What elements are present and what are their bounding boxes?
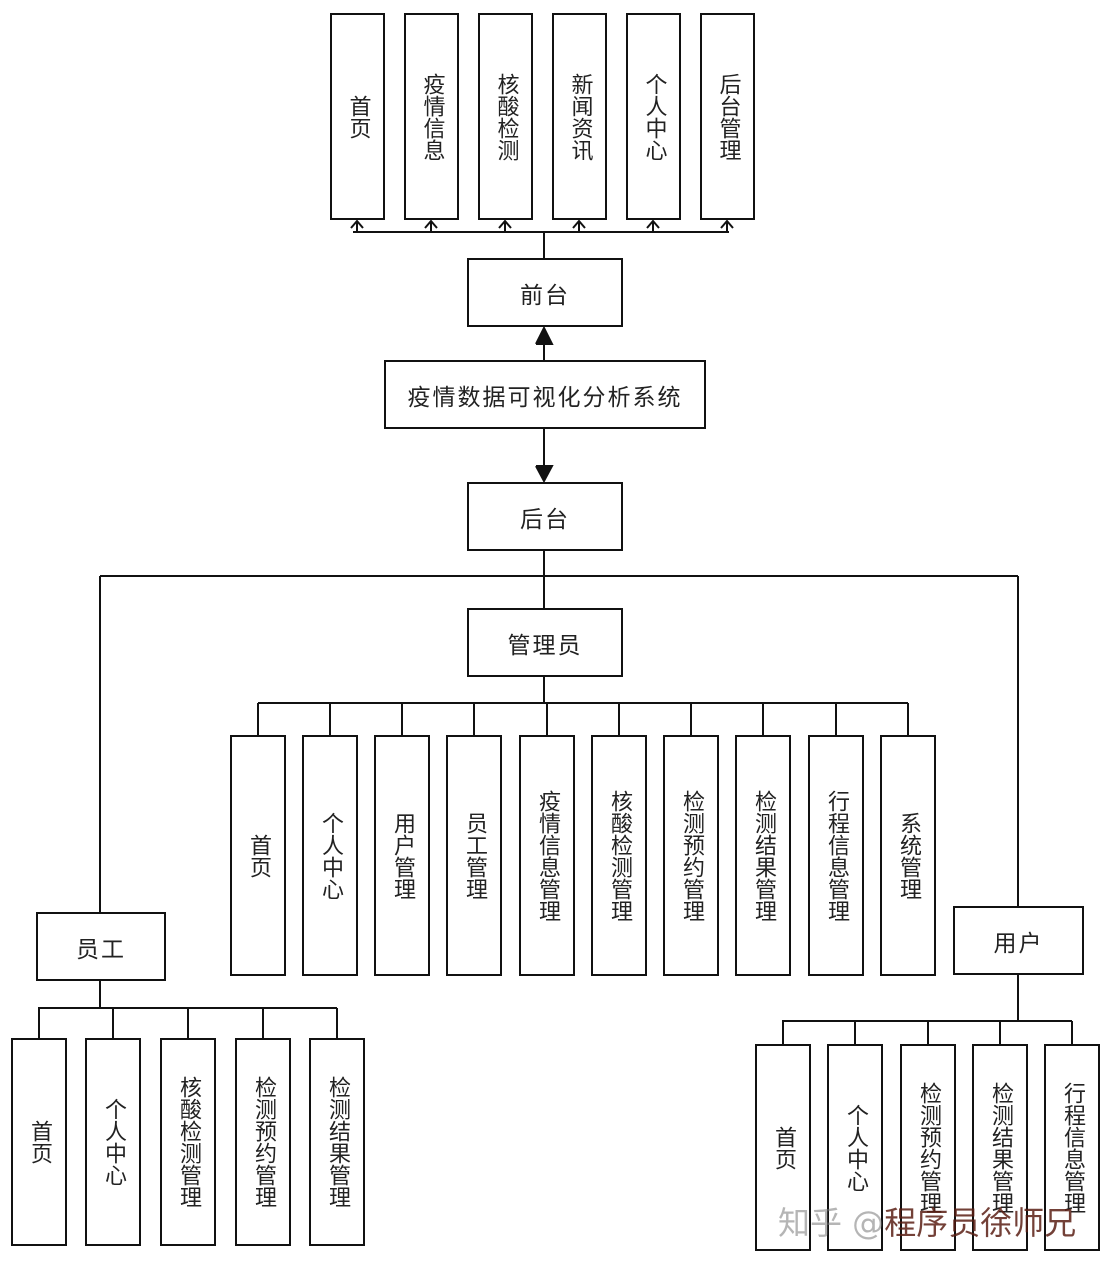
leaf-label: 检测结果管理 bbox=[751, 789, 776, 922]
backend-node: 后台 bbox=[467, 482, 623, 551]
staff-leaf-node: 首页 bbox=[11, 1038, 67, 1246]
frontend-label: 前台 bbox=[520, 282, 570, 309]
leaf-label: 检测预约管理 bbox=[251, 1076, 276, 1208]
leaf-label: 检测结果管理 bbox=[325, 1076, 350, 1208]
leaf-label: 检测结果管理 bbox=[988, 1081, 1013, 1214]
leaf-label: 行程信息管理 bbox=[824, 789, 849, 922]
arrow-up-icon bbox=[424, 219, 438, 229]
staff-leaf-node: 检测结果管理 bbox=[309, 1038, 365, 1246]
leaf-label: 核酸检测管理 bbox=[607, 789, 632, 922]
leaf-label: 后台管理 bbox=[715, 72, 741, 161]
leaf-label: 核酸检测管理 bbox=[176, 1076, 201, 1208]
admin-leaf-node: 员工管理 bbox=[446, 735, 502, 976]
leaf-label: 核酸检测 bbox=[493, 72, 519, 161]
leaf-label: 员工管理 bbox=[462, 811, 487, 900]
leaf-label: 个人中心 bbox=[641, 72, 667, 161]
arrow-up-icon bbox=[646, 219, 660, 229]
frontend-leaf-node: 新闻资讯 bbox=[552, 13, 607, 220]
staff-leaf-node: 检测预约管理 bbox=[235, 1038, 291, 1246]
leaf-label: 首页 bbox=[345, 94, 371, 139]
root-label: 疫情数据可视化分析系统 bbox=[407, 384, 683, 411]
user-node: 用户 bbox=[953, 906, 1084, 975]
arrow-up-icon bbox=[572, 219, 586, 229]
admin-leaf-node: 疫情信息管理 bbox=[519, 735, 575, 976]
root-node: 疫情数据可视化分析系统 bbox=[384, 360, 706, 429]
arrow-down-icon bbox=[535, 465, 554, 484]
user-leaf-node: 检测预约管理 bbox=[900, 1044, 956, 1251]
staff-leaf-node: 核酸检测管理 bbox=[160, 1038, 216, 1246]
user-label: 用户 bbox=[993, 930, 1044, 957]
admin-label: 管理员 bbox=[507, 632, 583, 659]
leaf-label: 疫情信息管理 bbox=[535, 789, 560, 922]
admin-leaf-node: 首页 bbox=[230, 735, 286, 976]
user-leaf-node: 行程信息管理 bbox=[1044, 1044, 1100, 1251]
leaf-label: 个人中心 bbox=[101, 1098, 126, 1186]
staff-node: 员工 bbox=[36, 912, 166, 981]
admin-leaf-node: 检测结果管理 bbox=[735, 735, 791, 976]
admin-leaf-node: 用户管理 bbox=[374, 735, 430, 976]
leaf-label: 检测预约管理 bbox=[679, 789, 704, 922]
leaf-label: 个人中心 bbox=[843, 1103, 868, 1192]
leaf-label: 首页 bbox=[246, 833, 271, 878]
leaf-label: 检测预约管理 bbox=[916, 1081, 941, 1214]
watermark: 知乎 @程序员徐师兄 bbox=[778, 1198, 1076, 1244]
leaf-label: 个人中心 bbox=[318, 811, 343, 900]
frontend-leaf-node: 后台管理 bbox=[700, 13, 755, 220]
admin-leaf-node: 行程信息管理 bbox=[808, 735, 864, 976]
user-leaf-node: 首页 bbox=[755, 1044, 811, 1251]
leaf-label: 新闻资讯 bbox=[567, 72, 593, 161]
staff-leaf-node: 个人中心 bbox=[85, 1038, 141, 1246]
frontend-leaf-node: 首页 bbox=[330, 13, 385, 220]
leaf-label: 系统管理 bbox=[896, 811, 921, 900]
admin-leaf-node: 检测预约管理 bbox=[663, 735, 719, 976]
arrow-up-icon bbox=[535, 325, 554, 345]
frontend-leaf-node: 个人中心 bbox=[626, 13, 681, 220]
admin-leaf-node: 个人中心 bbox=[302, 735, 358, 976]
user-leaf-node: 检测结果管理 bbox=[972, 1044, 1028, 1251]
admin-node: 管理员 bbox=[467, 608, 623, 677]
frontend-leaf-node: 疫情信息 bbox=[404, 13, 459, 220]
user-leaf-node: 个人中心 bbox=[827, 1044, 883, 1251]
frontend-leaf-node: 核酸检测 bbox=[478, 13, 533, 220]
leaf-label: 疫情信息 bbox=[419, 72, 445, 161]
admin-leaf-node: 系统管理 bbox=[880, 735, 936, 976]
staff-label: 员工 bbox=[76, 936, 126, 963]
arrow-up-icon bbox=[720, 219, 734, 229]
leaf-label: 首页 bbox=[27, 1120, 52, 1164]
arrow-up-icon bbox=[350, 219, 364, 229]
leaf-label: 首页 bbox=[771, 1125, 796, 1170]
frontend-node: 前台 bbox=[467, 258, 623, 327]
arrow-up-icon bbox=[498, 219, 512, 229]
leaf-label: 行程信息管理 bbox=[1060, 1081, 1085, 1214]
admin-leaf-node: 核酸检测管理 bbox=[591, 735, 647, 976]
backend-label: 后台 bbox=[520, 506, 570, 533]
leaf-label: 用户管理 bbox=[390, 811, 415, 900]
watermark-author: 程序员徐师兄 bbox=[884, 1204, 1077, 1242]
watermark-prefix: 知乎 @ bbox=[778, 1204, 885, 1242]
